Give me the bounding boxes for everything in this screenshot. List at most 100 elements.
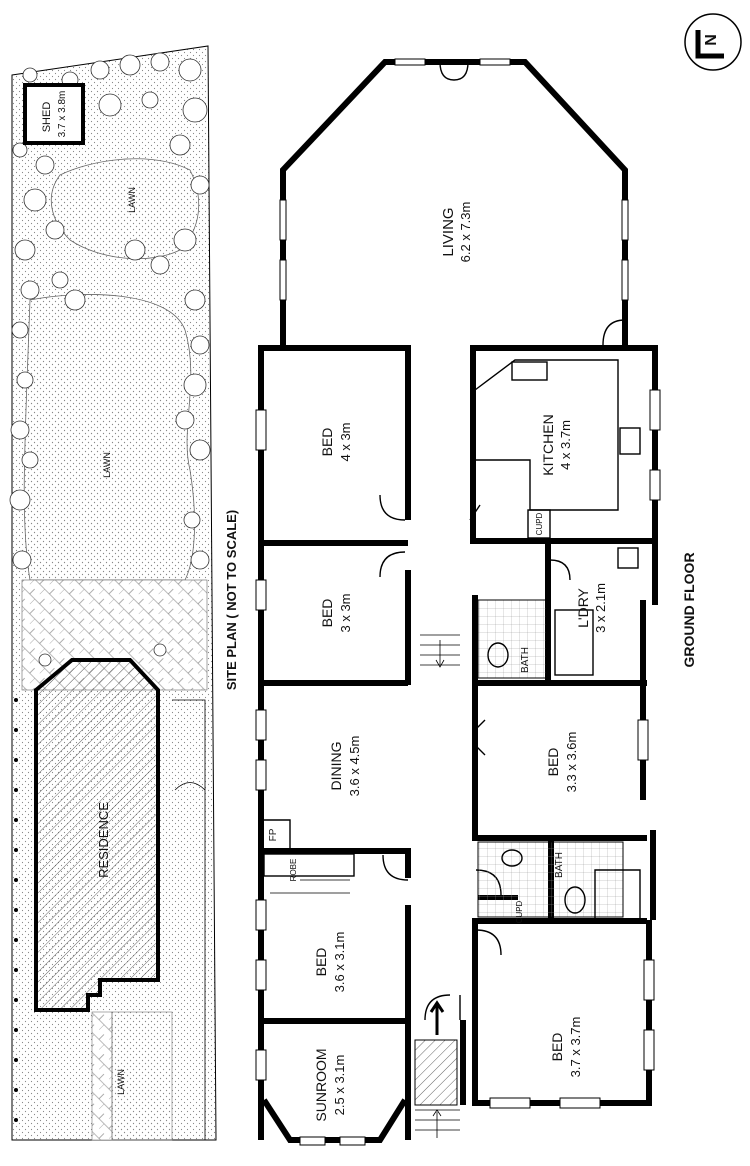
laundry-west-wall [545, 540, 551, 680]
living-room-walls [280, 59, 628, 345]
sunroom-east-wall [405, 1020, 411, 1140]
side-path [172, 699, 206, 1140]
room-name-living: LIVING [440, 207, 457, 256]
bed-doors [379, 494, 406, 578]
entry-porch [414, 1039, 458, 1106]
bed1-bed2-wall [258, 540, 408, 546]
bed-robe-east-wall-b [405, 905, 411, 1025]
bed3-door [474, 719, 486, 756]
room-size-bed-2: 3 x 3m [338, 593, 353, 632]
lawn-middle-area [23, 294, 195, 581]
west-wall [258, 345, 264, 1140]
hedge-dots [14, 698, 18, 1122]
room-labels: LIVING 6.2 x 7.3m KITCHEN 4 x 3.7m BED 4… [313, 202, 608, 1122]
shower-upper [554, 609, 594, 676]
room-name-bed-4: BED [313, 948, 329, 977]
bed3-bottom-wall [472, 835, 647, 841]
room-size-living: 6.2 x 7.3m [458, 202, 473, 263]
ground-floor-title: GROUND FLOOR [681, 552, 697, 667]
kitchen-bottom-wall [470, 538, 658, 544]
site-plan-title: SITE PLAN ( NOT TO SCALE) [224, 510, 239, 690]
east-wall-lower [646, 920, 652, 1105]
fireplace-outline [264, 819, 291, 848]
shed-size: 3.7 x 3.8m [57, 91, 68, 138]
bed-robe-door [382, 854, 409, 881]
room-name-dining: DINING [328, 742, 344, 791]
fp-label: FP [268, 828, 279, 841]
residence-outline [34, 658, 160, 1012]
cupd-kitchen-label: CUPD [535, 512, 544, 535]
toilet-lower [564, 886, 586, 914]
lawn-bottom-label: LAWN [116, 1069, 126, 1095]
toilet-upper [487, 642, 509, 668]
hall-steps [420, 634, 460, 668]
windows [255, 389, 661, 1146]
bath2-bottom-wall [472, 918, 647, 924]
bed1-east-wall [405, 345, 411, 520]
entry-east-wall [460, 1020, 466, 1105]
lawn-top-label: LAWN [127, 187, 137, 213]
bath-bottom-wall [472, 680, 647, 686]
residence-label: RESIDENCE [96, 802, 111, 878]
compass-letter: N [703, 34, 720, 46]
shower-lower [594, 869, 641, 918]
room-name-bed-3: BED [545, 748, 561, 777]
entry-arrow [429, 1000, 445, 1035]
bed2-east-wall [405, 570, 411, 685]
bath-lower-floor [477, 841, 624, 918]
room-name-bed-5: BED [549, 1033, 565, 1062]
laundry-door [549, 559, 571, 581]
room-size-laundry: 3 x 2.1m [593, 583, 608, 633]
entry-door [424, 994, 461, 1021]
living-french-doors [439, 61, 469, 81]
room-name-kitchen: KITCHEN [540, 414, 556, 475]
kitchen-cupboard [527, 509, 551, 539]
bath-upper-label: BATH [520, 647, 531, 673]
robe-label: ROBE [289, 859, 298, 882]
ground-floor-plan: CUPD BATH BATH CUPD ROBE FP [255, 58, 661, 1146]
path-strip [91, 1011, 113, 1141]
laundry-tub [617, 547, 639, 569]
room-size-dining: 3.6 x 4.5m [347, 736, 362, 797]
shed-outline [23, 83, 85, 145]
kitchen-top-wall [470, 345, 658, 351]
bath-upper-floor [477, 599, 547, 679]
side-gate [174, 782, 206, 791]
north-compass-icon: N [684, 13, 742, 71]
room-name-laundry: L'DRY [575, 587, 591, 627]
bed3-west-wall [472, 595, 478, 840]
shed-name: SHED [41, 102, 53, 133]
east-wall-middle [640, 600, 646, 800]
site-plan: SHED 3.7 x 3.8m LAWN LAWN RESIDENCE LAWN [9, 45, 217, 1141]
robe-rail [270, 879, 350, 894]
kitchen-west-wall [470, 345, 476, 540]
living-side-door [602, 319, 626, 346]
cupd-bath-label: CUPD [515, 900, 524, 923]
kitchen-cooktop [619, 427, 641, 455]
room-size-kitchen: 4 x 3.7m [558, 420, 573, 470]
kitchen-bench [474, 359, 619, 511]
bed-robe-east-wall-a [405, 848, 411, 878]
kitchen-door [469, 504, 481, 521]
entry-steps [415, 1109, 460, 1138]
lawn-middle-label: LAWN [102, 452, 112, 478]
bed-robe-top-wall [258, 848, 408, 854]
room-size-bed-4: 3.6 x 3.1m [332, 932, 347, 993]
robe-outline [263, 853, 355, 877]
bed2-bottom-wall [258, 680, 408, 686]
bed1-top-wall [258, 345, 408, 351]
room-size-bed-5: 3.7 x 3.7m [568, 1017, 583, 1078]
room-size-bed-1: 4 x 3m [338, 422, 353, 461]
room-name-sunroom: SUNROOM [313, 1048, 329, 1121]
sunroom-bay [261, 1098, 408, 1143]
lawn-bottom-area [111, 1011, 173, 1141]
east-wall-bath [650, 830, 656, 920]
room-size-bed-3: 3.3 x 3.6m [564, 732, 579, 793]
kitchen-sink [511, 361, 548, 381]
bed4-west-wall [472, 920, 478, 1100]
bath-lower-label: BATH [554, 852, 565, 878]
basin-lower [501, 849, 523, 867]
room-name-bed-2: BED [319, 599, 335, 628]
room-name-bed-1: BED [319, 428, 335, 457]
room-size-sunroom: 2.5 x 3.1m [332, 1055, 347, 1116]
